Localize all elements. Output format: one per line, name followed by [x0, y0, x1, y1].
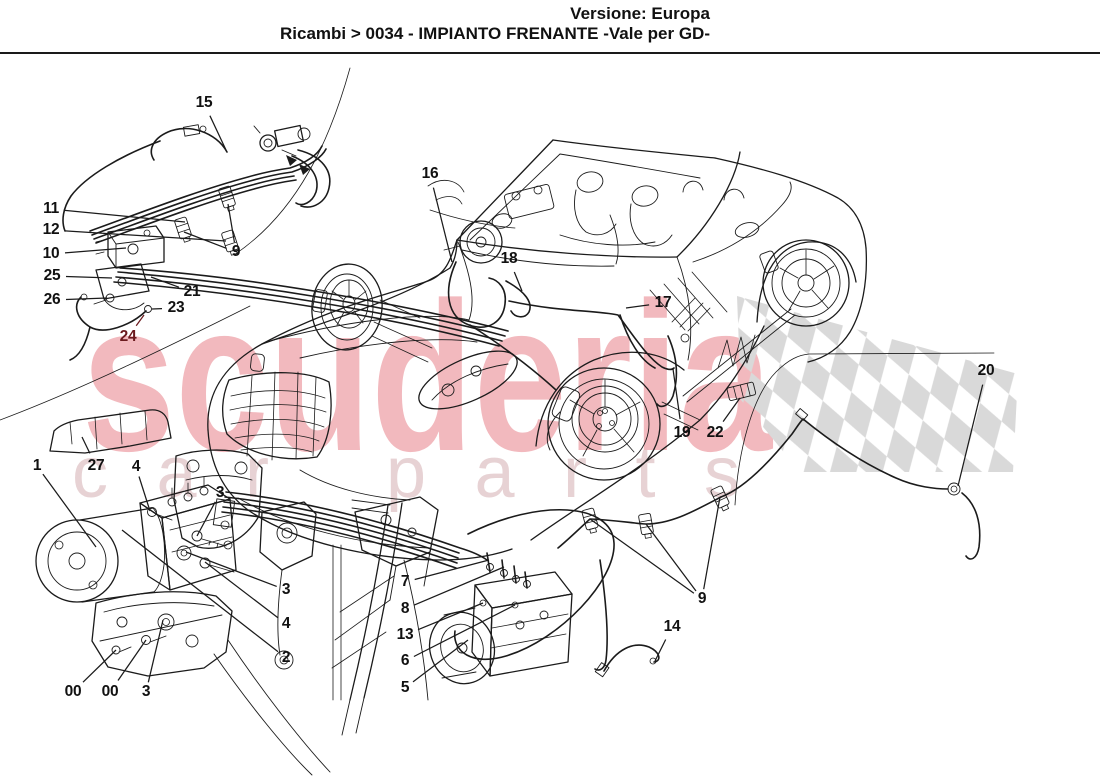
leader-line-8-a	[413, 566, 505, 606]
pipe-clip-22	[726, 381, 757, 401]
leader-line-20-a	[957, 384, 984, 487]
pipe-clip	[174, 216, 192, 243]
front-brake-lines-inset	[62, 124, 509, 361]
pipe-clip	[710, 485, 730, 512]
mounting-hardware	[111, 507, 235, 655]
pipe-clip	[221, 229, 239, 256]
pipe-clip	[638, 512, 654, 539]
leader-line-11-a	[64, 209, 186, 223]
version-label: Versione: Europa	[570, 4, 710, 23]
leader-line-9-top	[183, 231, 227, 249]
pipe-clip	[218, 185, 236, 212]
front-left-wheel	[535, 351, 701, 481]
leader-line-13-a	[417, 602, 484, 631]
engine-bay-brake-pipes	[447, 261, 675, 391]
leader-line-5-a	[412, 639, 469, 683]
brake-booster-assembly	[427, 179, 555, 264]
leader-line-9-bottom	[703, 496, 721, 590]
leader-line-2-a	[121, 529, 279, 653]
brake-hose-14	[594, 644, 660, 678]
leader-line-17-a	[625, 304, 650, 309]
rear-wheel	[756, 239, 857, 327]
abs-unit-assembled	[221, 491, 660, 685]
leader-line-9-bottom	[645, 523, 697, 592]
abs-unit-exploded	[35, 409, 439, 776]
breadcrumb: Ricambi > 0034 - IMPIANTO FRENANTE -Vale…	[280, 24, 710, 43]
section-boundaries	[0, 67, 351, 421]
leader-line-16-a	[432, 187, 453, 263]
leader-line-9-top	[227, 203, 236, 243]
leader-line-26-a	[65, 297, 108, 301]
leader-line-27-a	[81, 436, 91, 454]
header-divider	[0, 52, 1100, 54]
brake-hose-15	[62, 124, 228, 232]
distribution-valve	[253, 124, 331, 208]
side-mirror	[734, 222, 760, 238]
watermark-brand: scuderia	[82, 258, 774, 495]
checkered-flag-watermark	[737, 296, 1018, 472]
watermark-layer: scuderia car parts	[72, 258, 1018, 513]
leader-line-3-a	[196, 501, 216, 537]
leader-line-6-a	[413, 604, 516, 658]
seats	[559, 171, 673, 265]
leader-line-14-a	[654, 639, 667, 662]
leader-line-1-a	[42, 473, 97, 548]
leader-line-3-c	[147, 619, 164, 683]
leader-line-3-b	[185, 551, 277, 587]
leader-line-24-a	[135, 314, 145, 327]
leader-line-4-a	[138, 476, 151, 512]
leader-line-22-a	[722, 397, 741, 422]
leader-line-00-a	[82, 649, 117, 683]
leader-line-00-b	[117, 639, 147, 681]
rear-brake-line-section	[557, 335, 995, 560]
pedal-bracket-group	[69, 263, 152, 361]
leader-line-18-a	[513, 271, 523, 292]
leader-line-21-a	[150, 276, 180, 288]
headlight	[418, 350, 518, 410]
leader-line-15-a	[209, 115, 227, 151]
leader-line-19-a	[672, 368, 681, 420]
leader-line-12-a	[64, 230, 227, 242]
grille-badge	[250, 353, 265, 372]
leader-line-25-a	[65, 275, 113, 279]
front-grille	[222, 353, 332, 461]
chassis-frame	[213, 496, 439, 776]
leader-line-4-b	[204, 561, 279, 619]
leader-line-7-a	[414, 559, 490, 581]
leader-line-10-a	[64, 247, 127, 254]
leader-line-9-bottom	[589, 518, 695, 594]
